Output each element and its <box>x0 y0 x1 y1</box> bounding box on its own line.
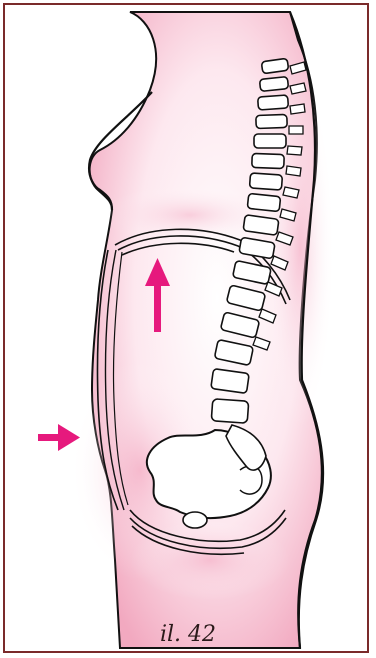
figure-caption: il. 42 <box>0 622 376 647</box>
